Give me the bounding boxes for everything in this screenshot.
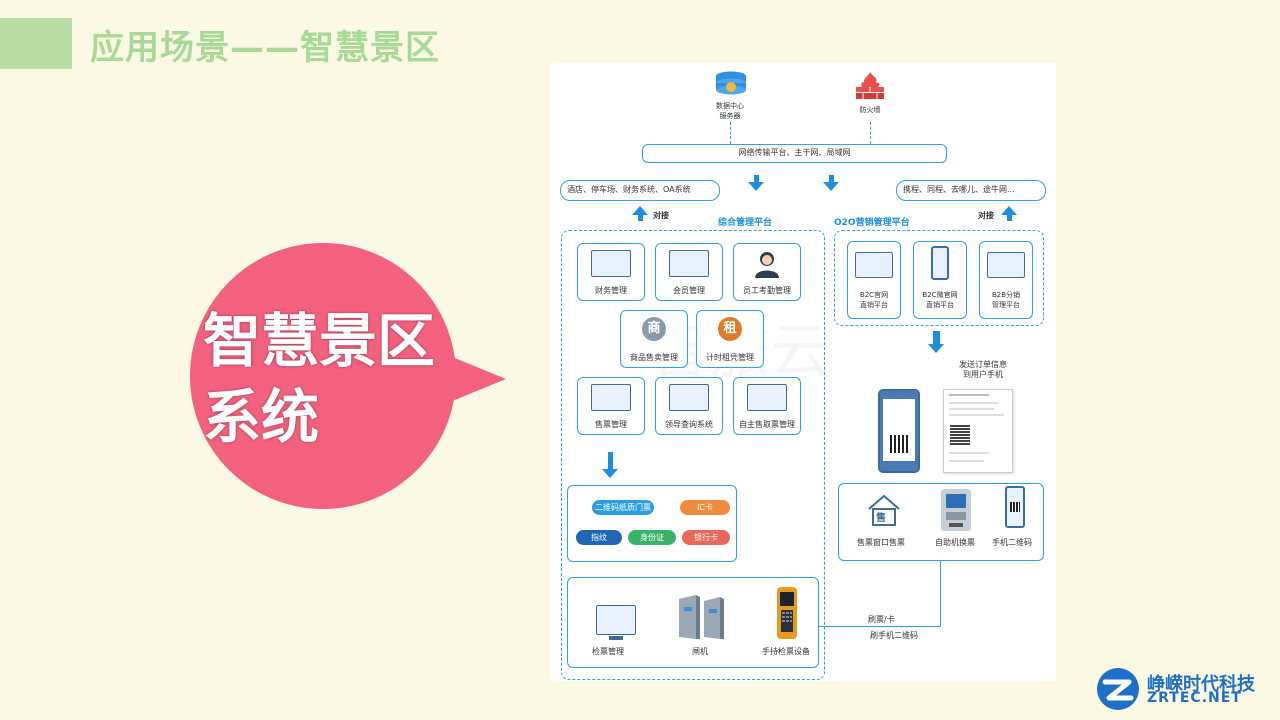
user-monitor-icon [669, 250, 709, 277]
ticket-type-bank-card: 银行卡 [682, 530, 730, 545]
swipe-qr-label: 刷手机二维码 [870, 631, 918, 640]
module-attendance[interactable]: 员工考勤管理 [733, 243, 801, 301]
device-gate-label: 闸机 [692, 647, 708, 656]
company-name-cn: 峥嵘时代科技 [1147, 674, 1255, 695]
slide-title: 应用场景——智慧景区 [90, 28, 440, 68]
sales-window-label: 售票窗口售票 [857, 538, 905, 547]
external-systems-right: 携程、同程、去哪儿、途牛网... [896, 180, 1046, 201]
database-icon [714, 71, 748, 103]
kiosk-monitor-icon [747, 384, 787, 411]
ticket-type-qr: 二维码纸质门票 [592, 500, 654, 515]
module-rental[interactable]: 租 计时租凭管理 [696, 310, 764, 368]
employee-icon [752, 250, 782, 282]
send-order-label: 发送订单信息 到用户手机 [959, 360, 1007, 379]
arrow-up-icon [1001, 206, 1017, 215]
company-logo-icon [1097, 668, 1139, 710]
architecture-diagram: 智旅云 数据中心 服务器 防火墙 网络传输平台、主干网、局域网 酒店 [550, 63, 1056, 681]
arrow-down-icon [748, 182, 764, 191]
kiosk-icon [937, 487, 975, 537]
goods-icon: 商 [642, 317, 666, 341]
e-ticket-icon [943, 389, 1013, 473]
bubble-line-2: 系统 [203, 383, 320, 451]
query-monitor-icon [669, 384, 709, 411]
module-member[interactable]: 会员管理 [655, 243, 723, 301]
external-systems-left: 酒店、停车场、财务系统、OA系统 [560, 180, 720, 201]
monitor-icon [591, 250, 631, 277]
mgmt-platform-region [561, 230, 825, 680]
callout-bubble [190, 243, 456, 509]
check-monitor-icon [596, 605, 636, 640]
module-finance[interactable]: 财务管理 [577, 243, 645, 301]
device-handheld-label: 手持检票设备 [762, 647, 810, 656]
website-icon [855, 252, 893, 278]
arrow-down-icon [928, 344, 944, 353]
swipe-card-label: 刷票/卡 [868, 615, 895, 624]
module-leader-query[interactable]: 领导查询系统 [655, 377, 723, 435]
mobile-qr-icon [1005, 486, 1025, 528]
sales-mobile-label: 手机二维码 [992, 538, 1032, 547]
rental-icon: 租 [718, 317, 742, 341]
bubble-line-1: 智慧景区 [203, 307, 436, 375]
data-center-label: 数据中心 服务器 [716, 102, 744, 120]
channel-b2c-website[interactable]: B2C官网 直销平台 [847, 241, 901, 319]
ticket-type-ic: IC卡 [680, 500, 730, 515]
o2o-platform-region [834, 230, 1044, 326]
module-self-service[interactable]: 自主售取票管理 [733, 377, 801, 435]
ticket-type-fingerprint: 指纹 [576, 530, 622, 545]
arrow-down-icon [602, 469, 618, 478]
firewall-icon [854, 71, 886, 105]
arrow-down-icon [823, 182, 839, 191]
phone-ticket-icon [878, 389, 920, 473]
channel-b2c-mobile[interactable]: B2C微官网 直销平台 [913, 241, 967, 319]
device-check-label: 检票管理 [592, 647, 624, 656]
dock-label-right: 对接 [978, 211, 994, 220]
sales-kiosk-label: 自助机换票 [935, 538, 975, 547]
arrow-up-icon [632, 206, 648, 215]
o2o-platform-title: O2O营销管理平台 [834, 218, 910, 228]
mgmt-platform-title: 综合管理平台 [718, 218, 773, 228]
module-ticketing[interactable]: 售票管理 [577, 377, 645, 435]
ticket-monitor-icon [591, 384, 631, 411]
firewall-label: 防火墙 [859, 106, 881, 114]
turnstile-icon [676, 593, 726, 645]
dock-label-left: 对接 [653, 211, 669, 220]
shou-glyph: 售 [876, 513, 886, 524]
module-goods-sales[interactable]: 商 商品售卖管理 [620, 310, 688, 368]
distribution-icon [987, 252, 1025, 278]
company-name-en: ZRTEC.NET [1147, 690, 1242, 706]
ticket-types-box [567, 485, 737, 562]
handheld-scanner-icon [775, 585, 799, 645]
title-accent-block [0, 18, 72, 69]
channel-b2b-distribution[interactable]: B2B分销 管理平台 [979, 241, 1033, 319]
network-platform-bar: 网络传输平台、主干网、局域网 [642, 144, 947, 163]
mobile-phone-icon [931, 246, 949, 280]
ticket-type-id-card: 身份证 [628, 530, 676, 545]
ticket-window-icon [866, 493, 902, 531]
